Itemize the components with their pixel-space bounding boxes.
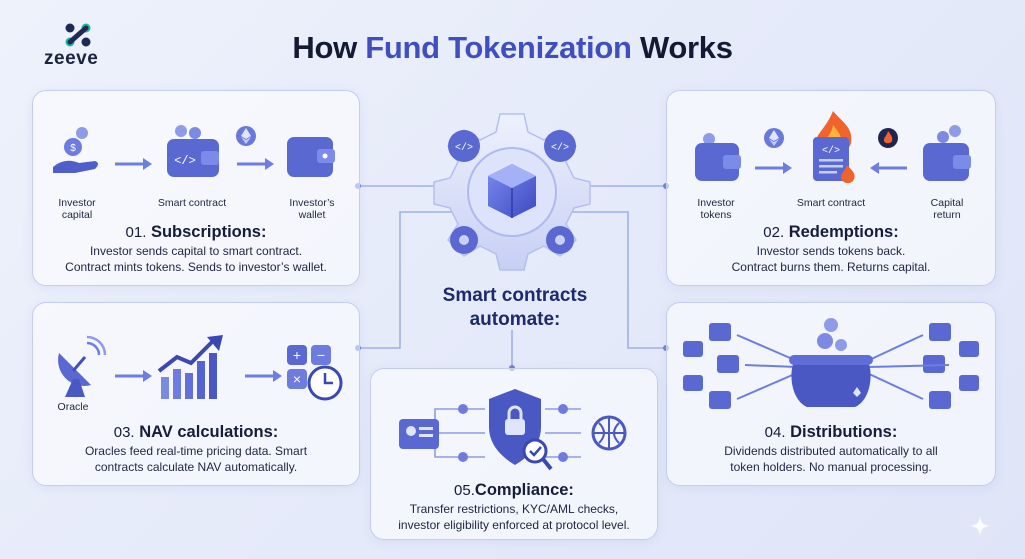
wallet-icon (683, 375, 703, 391)
compliance-card: 05.Compliance: Transfer restrictions, KY… (370, 368, 658, 540)
calculator-clock-icon: + − × (285, 343, 345, 401)
ethereum-icon (235, 125, 257, 147)
page-title: How Fund Tokenization Works (0, 30, 1025, 66)
center-label-line2: automate: (395, 308, 635, 332)
svg-text:</>: </> (551, 142, 569, 154)
arrow-right-icon (753, 161, 793, 175)
redemptions-description: Investor sends tokens back.Contract burn… (667, 243, 995, 275)
title-part1: How (292, 30, 365, 65)
coin-pot-icon (791, 361, 870, 407)
arrow-right-icon (113, 157, 153, 171)
subscriptions-description: Investor sends capital to smart contract… (33, 243, 359, 275)
arrow-right-icon (113, 369, 153, 383)
distributions-card: 04. Distributions: Dividends distributed… (666, 302, 996, 486)
oracle-label: Oracle (47, 401, 99, 413)
svg-text:×: × (293, 371, 301, 387)
center-label-line1: Smart contracts (395, 284, 635, 308)
gear-hub-icon: </> </> (432, 110, 592, 274)
sparkle-icon (969, 515, 991, 537)
subscriptions-title: 01. Subscriptions: (33, 223, 359, 242)
title-highlight: Fund Tokenization (365, 30, 631, 65)
smart-contract-label: Smart contract (785, 197, 877, 209)
wallet-contract-icon: </> (161, 123, 225, 181)
wallet-icon (709, 323, 731, 341)
redemptions-title: 02. Redemptions: (667, 223, 995, 242)
distributions-title: 04. Distributions: (667, 423, 995, 442)
ethereum-icon (763, 127, 785, 149)
svg-text:</>: </> (822, 145, 840, 157)
burning-contract-icon: </> (803, 109, 861, 189)
compliance-diagram (395, 385, 635, 477)
hand-coin-icon: $ (51, 123, 103, 179)
distribution-diagram (677, 311, 985, 421)
nav-title: 03. NAV calculations: (33, 423, 359, 442)
compliance-description: Transfer restrictions, KYC/AML checks,in… (371, 501, 657, 533)
svg-text:−: − (317, 347, 325, 363)
wallet-icon (691, 131, 745, 183)
arrow-left-icon (869, 161, 909, 175)
wallet-icon (683, 341, 703, 357)
center-label: Smart contracts automate: (395, 284, 635, 332)
svg-text:</>: </> (455, 142, 473, 154)
svg-text:$: $ (70, 143, 76, 154)
distributions-description: Dividends distributed automatically to a… (667, 443, 995, 475)
nav-description: Oracles feed real-time pricing data. Sma… (33, 443, 359, 475)
flame-icon (877, 127, 899, 149)
growth-chart-icon (157, 333, 233, 401)
wallet-icon (959, 375, 979, 391)
arrow-right-icon (243, 369, 283, 383)
magnifier-check-icon (524, 440, 546, 462)
satellite-dish-icon (51, 335, 107, 399)
wallet-icon (923, 355, 945, 373)
wallet-icon (283, 129, 339, 181)
arrow-right-icon (235, 157, 275, 171)
nav-calculations-card: Oracle + − × 03. NAV calculations: Oracl… (32, 302, 360, 486)
svg-text:+: + (293, 347, 301, 363)
smart-contract-label: Smart contract (147, 197, 237, 209)
svg-text:</>: </> (174, 154, 196, 168)
wallet-icon (929, 391, 951, 409)
wallet-icon (709, 391, 731, 409)
wallet-icon (929, 323, 951, 341)
wallet-icon (717, 355, 739, 373)
compliance-title: 05.Compliance: (371, 481, 657, 500)
title-part2: Works (632, 30, 733, 65)
wallet-icon (959, 341, 979, 357)
wallet-icon (919, 123, 977, 183)
